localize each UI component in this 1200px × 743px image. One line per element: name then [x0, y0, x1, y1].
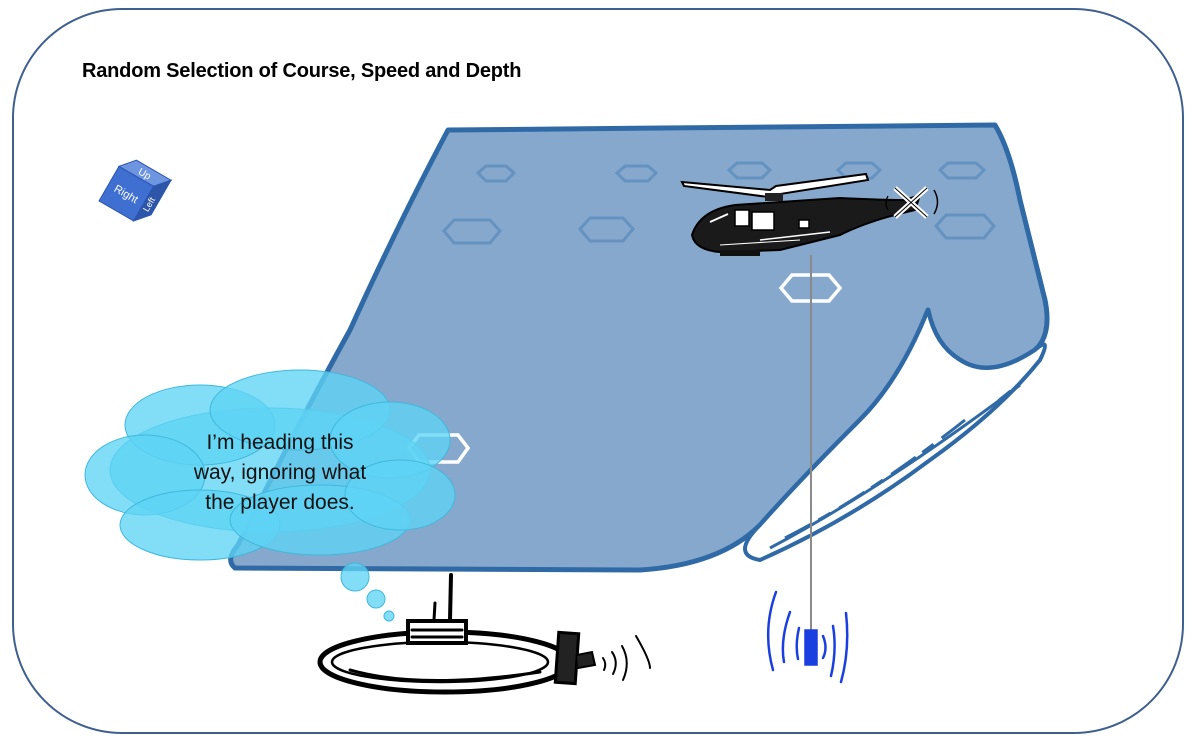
thought-line-2: way, ignoring what — [193, 461, 367, 484]
hexagon-icon — [778, 273, 843, 303]
hexagon-icon — [475, 164, 517, 183]
helicopter-icon — [680, 172, 939, 256]
thought-line-3: the player does. — [205, 491, 355, 514]
thought-bubble-text: I’m heading this way, ignoring what the … — [130, 428, 430, 518]
hexagon-icon — [614, 164, 659, 183]
hex-grid — [442, 161, 996, 245]
slide-title: Random Selection of Course, Speed and De… — [82, 60, 522, 82]
hexagon-icon — [442, 218, 502, 245]
thought-line-1: I’m heading this — [206, 431, 354, 454]
hexagon-icon — [578, 216, 635, 243]
hexagon-icon — [726, 161, 773, 180]
slide-frame — [12, 8, 1184, 734]
hexagon-icon — [937, 161, 987, 180]
sonobuoy-icon — [766, 590, 849, 684]
submarine-icon — [317, 573, 651, 695]
thought-cloud-icon — [84, 369, 456, 622]
hexagon-icon — [934, 213, 996, 240]
dice-cube-icon: Up Right Left — [98, 159, 173, 222]
